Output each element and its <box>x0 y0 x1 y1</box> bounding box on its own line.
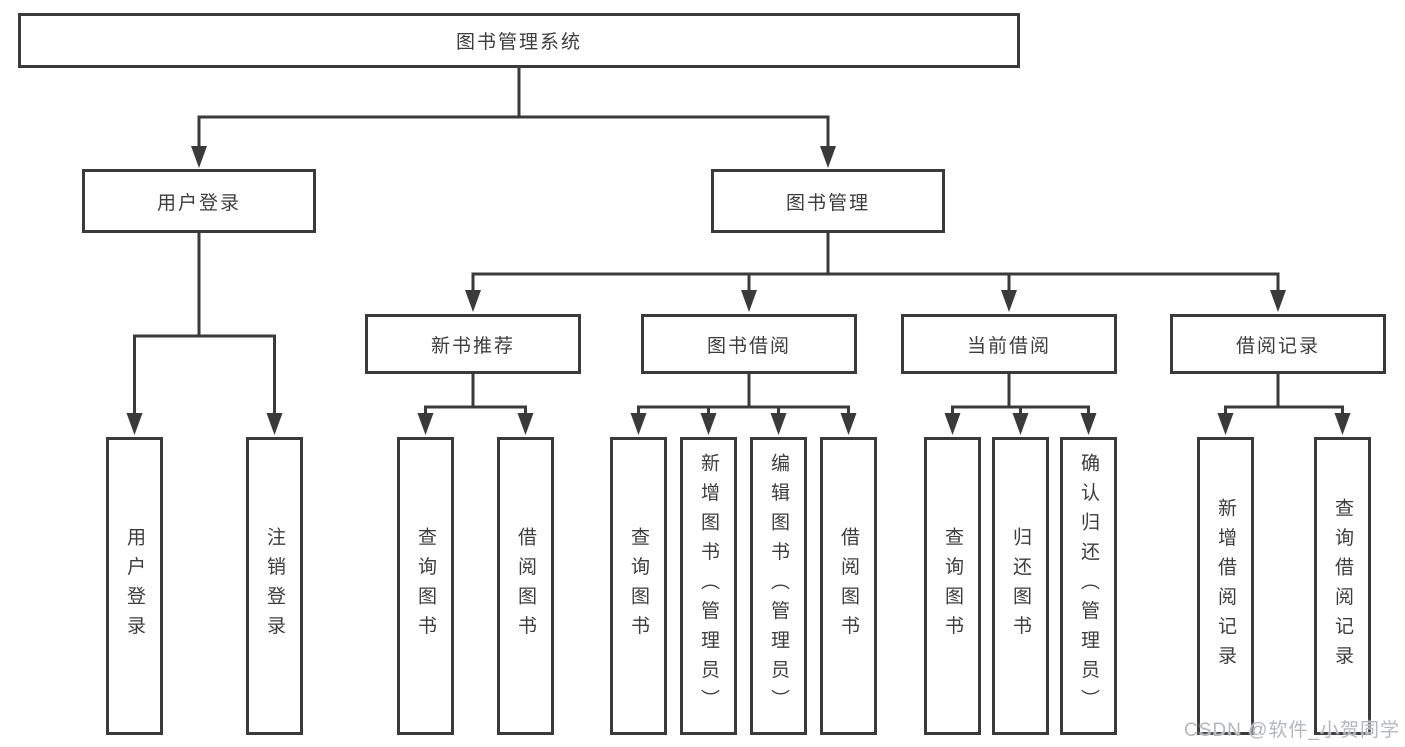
leaf-return-books: 归还图书 <box>992 437 1049 735</box>
arrowhead <box>1334 413 1351 435</box>
leaf-user-login: 用户登录 <box>106 437 163 735</box>
node-label: 用户登录 <box>124 527 145 645</box>
leaf-add-books-admin: 新增图书（管理员） <box>680 437 737 735</box>
leaf-query-books: 查询图书 <box>924 437 981 735</box>
arrowhead <box>126 413 143 435</box>
node-label: 确认归还（管理员） <box>1078 453 1099 719</box>
node-label: 查询图书 <box>628 527 649 645</box>
arrowhead <box>944 413 961 435</box>
node-label: 用户登录 <box>156 192 241 214</box>
connector-current-borrowing <box>951 374 1090 414</box>
node-label: 新书推荐 <box>430 335 515 357</box>
arrowhead <box>1080 413 1097 435</box>
leaf-edit-books-admin: 编辑图书（管理员） <box>750 437 807 735</box>
arrowhead <box>465 290 481 312</box>
node-label: 图书借阅 <box>706 335 791 357</box>
connector-book-management <box>471 233 1280 291</box>
node-borrowing-records: 借阅记录 <box>1170 314 1386 374</box>
connector-borrowing-records <box>1224 374 1344 414</box>
node-current-borrowing: 当前借阅 <box>901 314 1117 374</box>
node-new-book-recommendation: 新书推荐 <box>365 314 581 374</box>
arrowhead <box>820 146 836 168</box>
arrowheads <box>126 146 1351 435</box>
node-label: 注销登录 <box>264 527 285 645</box>
node-book-management: 图书管理 <box>711 169 945 233</box>
arrowhead <box>700 413 717 435</box>
node-label: 查询图书 <box>415 527 436 645</box>
arrowhead <box>770 413 787 435</box>
node-user-login: 用户登录 <box>82 169 316 233</box>
leaf-query-books: 查询图书 <box>610 437 667 735</box>
leaf-borrow-books: 借阅图书 <box>497 437 554 735</box>
connector-root <box>197 68 830 147</box>
connector-user-login <box>133 233 276 414</box>
leaf-confirm-return-admin: 确认归还（管理员） <box>1060 437 1117 735</box>
arrowhead <box>517 413 534 435</box>
node-label: 图书管理系统 <box>455 32 582 53</box>
node-label: 查询图书 <box>942 527 963 645</box>
arrowhead <box>1012 413 1029 435</box>
node-label: 查询借阅记录 <box>1332 497 1353 675</box>
node-label: 借阅记录 <box>1235 335 1320 357</box>
arrowhead <box>630 413 647 435</box>
node-label: 图书管理 <box>785 192 870 214</box>
leaf-query-books: 查询图书 <box>397 437 454 735</box>
arrowhead <box>1270 290 1286 312</box>
node-label: 借阅图书 <box>515 527 536 645</box>
node-label: 当前借阅 <box>966 335 1051 357</box>
node-label: 借阅图书 <box>838 527 859 645</box>
node-label: 新增图书（管理员） <box>698 453 719 719</box>
arrowhead <box>1001 290 1017 312</box>
leaf-query-borrow-record: 查询借阅记录 <box>1314 437 1371 735</box>
node-label: 归还图书 <box>1010 527 1031 645</box>
arrowhead <box>266 413 283 435</box>
connector-new-books <box>424 374 527 414</box>
arrowhead <box>191 146 207 168</box>
node-book-borrowing: 图书借阅 <box>641 314 857 374</box>
connector-book-borrowing <box>637 374 850 414</box>
leaf-add-borrow-record: 新增借阅记录 <box>1197 437 1254 735</box>
node-label: 编辑图书（管理员） <box>768 453 789 719</box>
arrowhead <box>417 413 434 435</box>
arrowhead <box>741 290 757 312</box>
node-library-management-system: 图书管理系统 <box>18 13 1020 68</box>
arrowhead <box>1217 413 1234 435</box>
watermark: CSDN @软件_小贺同学 <box>1184 720 1400 741</box>
leaf-borrow-books: 借阅图书 <box>820 437 877 735</box>
node-label: 新增借阅记录 <box>1215 497 1236 675</box>
leaf-logout: 注销登录 <box>246 437 303 735</box>
arrowhead <box>840 413 857 435</box>
